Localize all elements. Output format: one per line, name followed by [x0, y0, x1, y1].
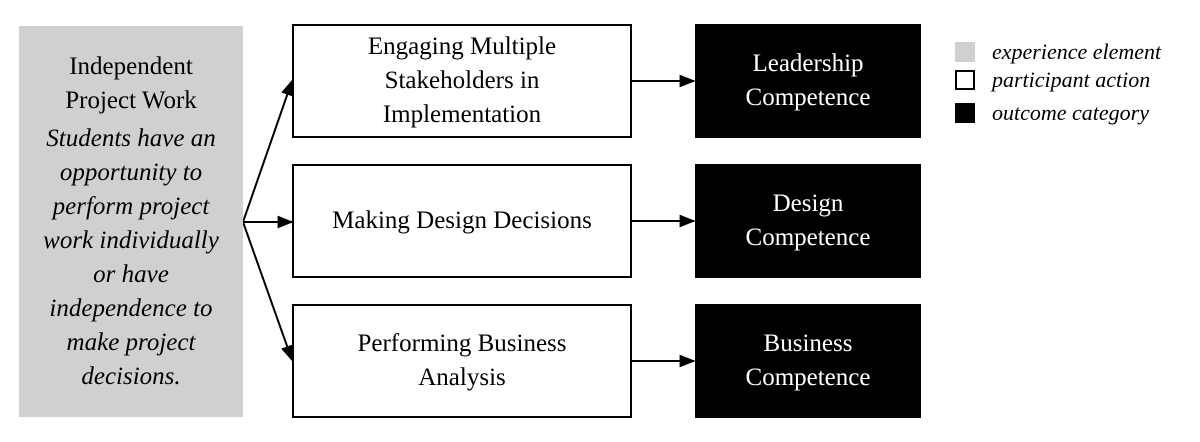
legend-label: experience element [992, 39, 1162, 64]
action-label-line: Making Design Decisions [332, 207, 592, 234]
experience-description-line: perform project [52, 192, 210, 220]
outcome-label-line: Leadership [752, 50, 864, 77]
outcome-label-line: Business [763, 330, 853, 357]
experience-element-box: Independent Project Work Students have a… [19, 26, 243, 417]
outcome-label-line: Competence [745, 224, 871, 251]
legend-item-participant-action: participant action [955, 67, 1150, 93]
action-label-line: Stakeholders in [384, 67, 540, 94]
outcome-box-leadership: Leadership Competence [695, 24, 921, 138]
experience-description-line: or have [93, 260, 169, 288]
legend-label: participant action [992, 67, 1151, 92]
experience-description-line: Students have an [46, 124, 216, 152]
action-box-engaging-stakeholders: Engaging Multiple Stakeholders in Implem… [292, 24, 632, 138]
action-label-line: Implementation [382, 101, 542, 128]
legend-item-experience-element: experience element [955, 39, 1161, 65]
experience-description-line: opportunity to [59, 158, 203, 186]
outcome-label-line: Competence [745, 84, 871, 111]
arrow-experience-to-action-1 [242, 79, 294, 223]
action-box-business-analysis: Performing Business Analysis [292, 304, 632, 418]
arrow-experience-to-action-3 [242, 221, 294, 362]
experience-title-line: Project Work [65, 86, 197, 114]
legend-item-outcome-category: outcome category [955, 100, 1149, 126]
outcome-box-business: Business Competence [695, 304, 921, 418]
outcome-label-line: Design [772, 190, 844, 217]
outcome-box-design: Design Competence [695, 164, 921, 278]
legend-label: outcome category [992, 100, 1149, 125]
experience-description-line: make project [66, 328, 196, 356]
legend-swatch-gray [955, 42, 975, 62]
experience-description-line: independence to [49, 294, 213, 322]
action-box-design-decisions: Making Design Decisions [292, 164, 632, 278]
experience-description: Students have an opportunity to perform … [43, 122, 219, 394]
legend-swatch-white [955, 70, 975, 90]
experience-title-line: Independent [69, 52, 193, 80]
legend-swatch-black [955, 103, 975, 123]
experience-title: Independent Project Work [65, 50, 197, 118]
action-label-line: Engaging Multiple [367, 33, 557, 60]
experience-description-line: work individually [43, 226, 219, 254]
action-label-line: Performing Business [357, 330, 567, 357]
action-label-line: Analysis [418, 364, 506, 391]
outcome-label-line: Competence [745, 364, 871, 391]
experience-description-line: decisions. [81, 362, 181, 390]
